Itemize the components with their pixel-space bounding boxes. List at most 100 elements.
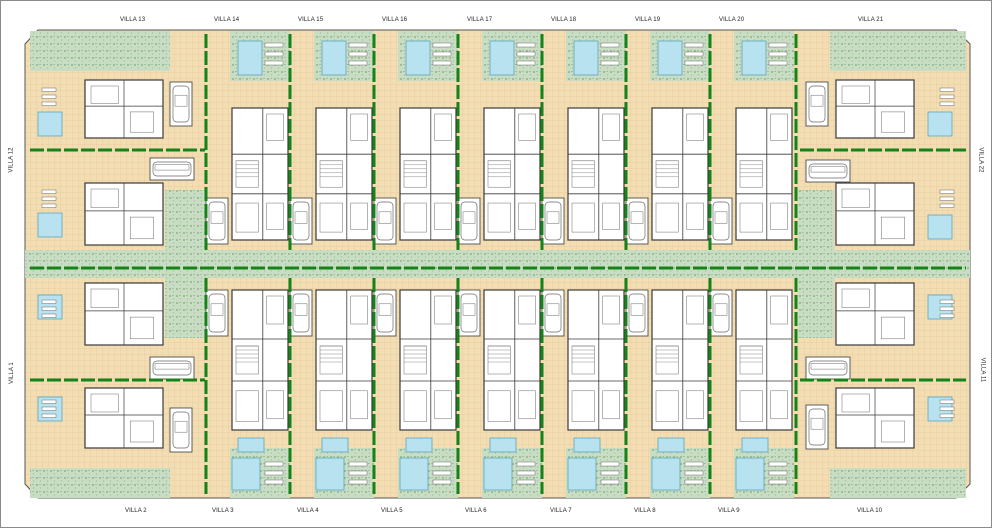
lounger (768, 479, 788, 485)
villa-label-top: VILLA 20 (719, 17, 745, 23)
lounger (348, 60, 368, 66)
car-body (628, 293, 646, 333)
room-furniture (487, 202, 511, 233)
building-outline (231, 107, 289, 241)
car (541, 197, 565, 245)
table (841, 85, 870, 104)
table (686, 113, 704, 141)
villa-building (483, 107, 541, 241)
lounger (939, 306, 955, 311)
lounger (939, 203, 955, 208)
car (457, 289, 481, 337)
villa-label-left: VILLA 12 (8, 147, 15, 173)
car (149, 157, 195, 181)
pool (657, 40, 683, 76)
lounger (939, 313, 955, 318)
car (169, 81, 193, 127)
room-furniture (487, 390, 511, 422)
pool (405, 40, 431, 76)
table (434, 295, 452, 325)
car (289, 197, 313, 245)
lounger (348, 42, 368, 48)
car-roof (714, 211, 728, 224)
building-outline (735, 107, 793, 241)
car-roof (294, 211, 308, 224)
building-outline (315, 289, 373, 431)
villa-building (315, 289, 373, 431)
pool (37, 111, 63, 137)
car-roof (174, 94, 188, 107)
bed (434, 202, 452, 230)
building-outline (399, 289, 457, 431)
villa-building (651, 107, 709, 241)
car (289, 289, 313, 337)
car (625, 289, 649, 337)
stair (880, 111, 905, 133)
villa-label-top: VILLA 13 (120, 17, 146, 23)
lounger (432, 479, 452, 485)
car (805, 81, 829, 127)
lounger (684, 461, 704, 467)
villa-building (231, 289, 289, 431)
building-outline (651, 289, 709, 431)
lounger (41, 203, 57, 208)
building-outline (483, 289, 541, 431)
building-outline (399, 107, 457, 241)
room-furniture (403, 202, 427, 233)
car-body (208, 293, 226, 333)
building-outline (483, 107, 541, 241)
pool (231, 457, 261, 491)
lounger (516, 60, 536, 66)
table (602, 113, 620, 141)
building-outline (567, 289, 625, 431)
car-roof (174, 420, 188, 433)
bed (686, 202, 704, 230)
table (686, 295, 704, 325)
villa-label-bottom: VILLA 7 (550, 508, 572, 514)
car-body (544, 201, 562, 241)
car-roof (546, 211, 560, 224)
villa-building (399, 107, 457, 241)
table (90, 85, 119, 104)
room-furniture (655, 202, 679, 233)
lounger (348, 461, 368, 467)
villa-label-bottom: VILLA 10 (857, 508, 883, 514)
side-garden (165, 190, 207, 250)
car-body (460, 293, 478, 333)
table (841, 188, 870, 208)
table (90, 188, 119, 208)
bed (434, 390, 452, 420)
car-body (152, 360, 192, 376)
lounger (600, 470, 620, 476)
car-roof (378, 211, 392, 224)
lounger (264, 479, 284, 485)
pool (37, 212, 63, 238)
lounger (348, 470, 368, 476)
table (350, 295, 368, 325)
table (841, 288, 870, 308)
lounger (516, 461, 536, 467)
lounger (432, 461, 452, 467)
lounger (684, 470, 704, 476)
villa-label-top: VILLA 15 (298, 17, 324, 23)
lounger (939, 196, 955, 201)
lounger (768, 51, 788, 57)
bed (350, 202, 368, 230)
pool (567, 457, 597, 491)
lounger (264, 42, 284, 48)
pool (489, 437, 517, 453)
car (457, 197, 481, 245)
villa-label-left: VILLA 1 (8, 362, 15, 384)
car-body (808, 163, 848, 179)
lounger (264, 60, 284, 66)
lounger (41, 196, 57, 201)
table (434, 113, 452, 141)
car-roof (378, 303, 392, 316)
car-roof (546, 303, 560, 316)
lounger (41, 313, 57, 318)
car-body (292, 201, 310, 241)
table (90, 288, 119, 308)
building-outline (651, 107, 709, 241)
car-roof (462, 211, 476, 224)
villa-building (231, 107, 289, 241)
